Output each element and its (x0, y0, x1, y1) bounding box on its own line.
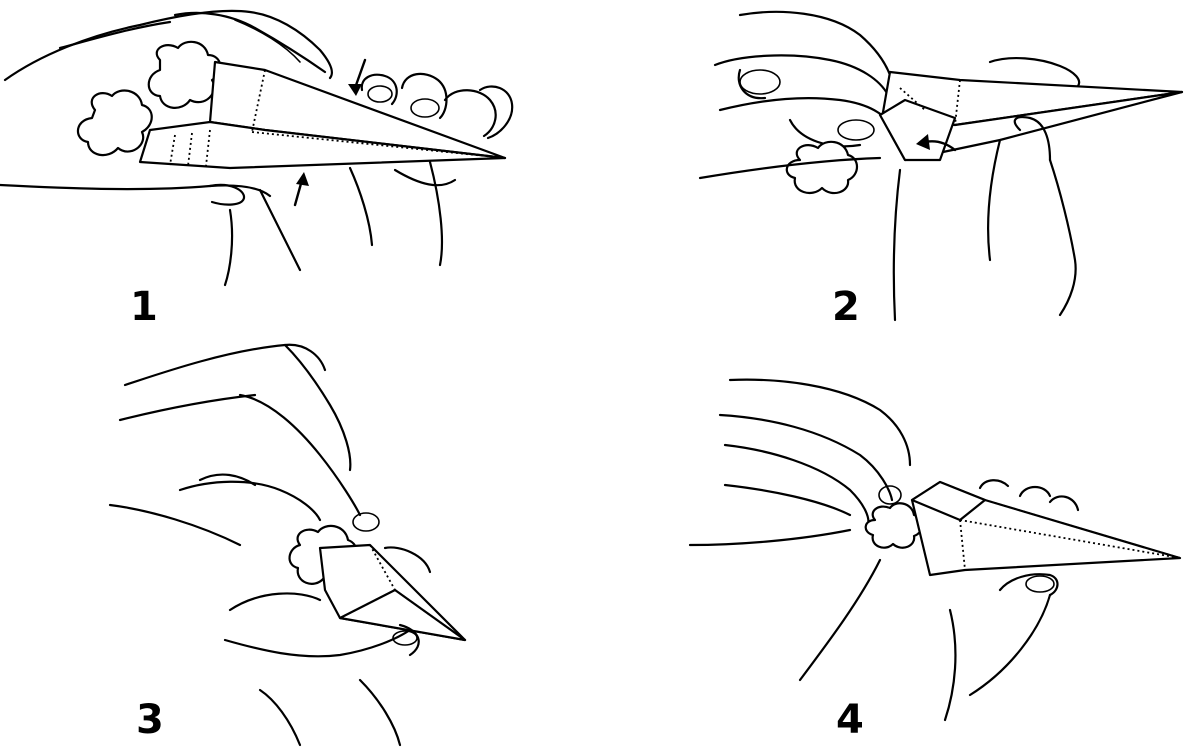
step-1-illustration (0, 9, 514, 287)
step-number-4: 4 (836, 697, 864, 743)
step-3-illustration (108, 343, 467, 747)
step-4-illustration (688, 378, 1182, 722)
step-number-3: 3 (136, 697, 164, 743)
step-2-illustration (698, 10, 1184, 322)
step-number-2: 2 (832, 284, 860, 330)
step-number-1: 1 (130, 284, 158, 330)
